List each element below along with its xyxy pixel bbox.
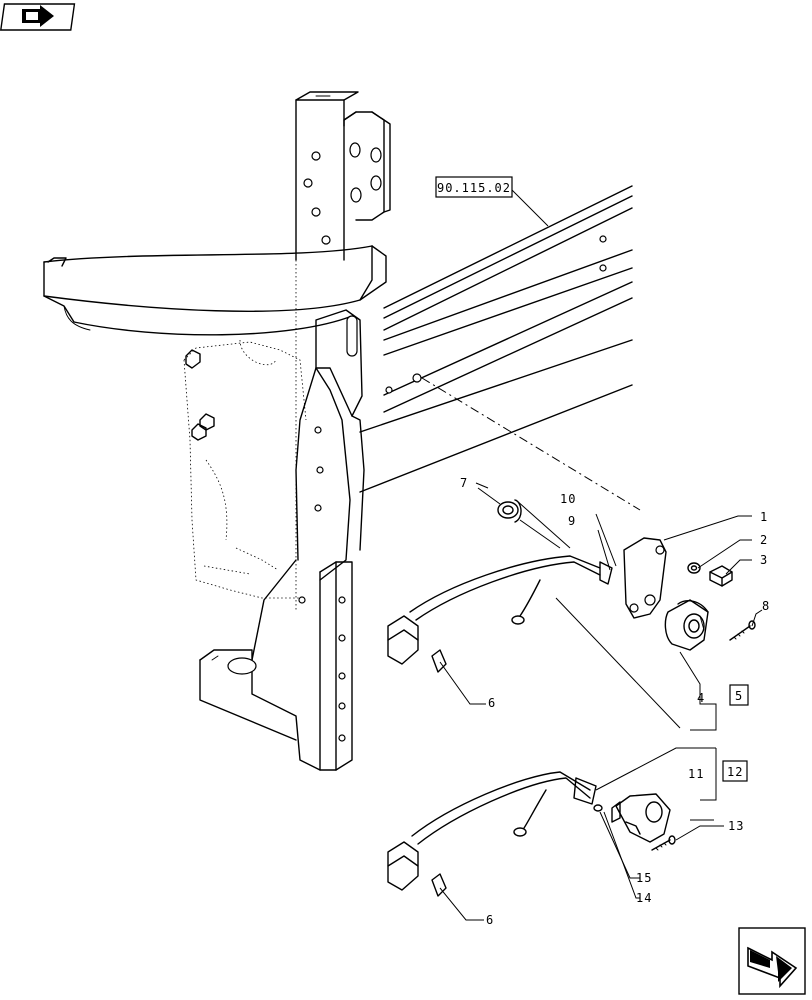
grommet [477,487,571,549]
callout-5: 5 [735,689,743,703]
washer [687,562,701,574]
wire-harness-upper [387,555,681,729]
wire-harness-lower [387,747,716,897]
callouts: 1 2 3 4 5 6 6 7 8 9 10 11 12 13 14 15 [460,476,770,927]
callout-13: 13 [728,819,744,833]
callout-1: 1 [760,510,768,524]
callout-10: 10 [560,492,576,506]
bumper [43,245,387,336]
switch [593,793,671,843]
callout-6-lower: 6 [486,913,494,927]
trailer-socket [664,599,709,651]
callout-7: 7 [460,476,468,490]
frame-rail [359,185,633,493]
leader-lines [439,482,763,921]
book-arrow-icon[interactable] [0,3,76,31]
alignment-line [421,377,641,511]
screw [729,620,756,641]
switch-screw [651,835,676,851]
callout-5-box [729,684,749,706]
callout-2: 2 [760,533,768,547]
callout-9: 9 [568,514,576,528]
bolt [709,565,733,587]
callout-11: 11 [688,767,704,781]
lower-post [199,559,353,771]
callout-12-box [722,760,748,782]
callout-12: 12 [727,765,743,779]
support-casting [183,309,365,604]
next-page-arrow-icon[interactable] [738,927,806,995]
reference-tag[interactable]: 90.115.02 [435,176,549,227]
callout-15: 15 [636,871,652,885]
upright-post [295,91,391,610]
mounting-plate [623,537,667,619]
callout-14: 14 [636,891,652,905]
callout-6-upper: 6 [488,696,496,710]
reference-label: 90.115.02 [437,181,511,195]
callout-3: 3 [760,553,768,567]
callout-4: 4 [697,691,705,705]
callout-8: 8 [762,599,770,613]
